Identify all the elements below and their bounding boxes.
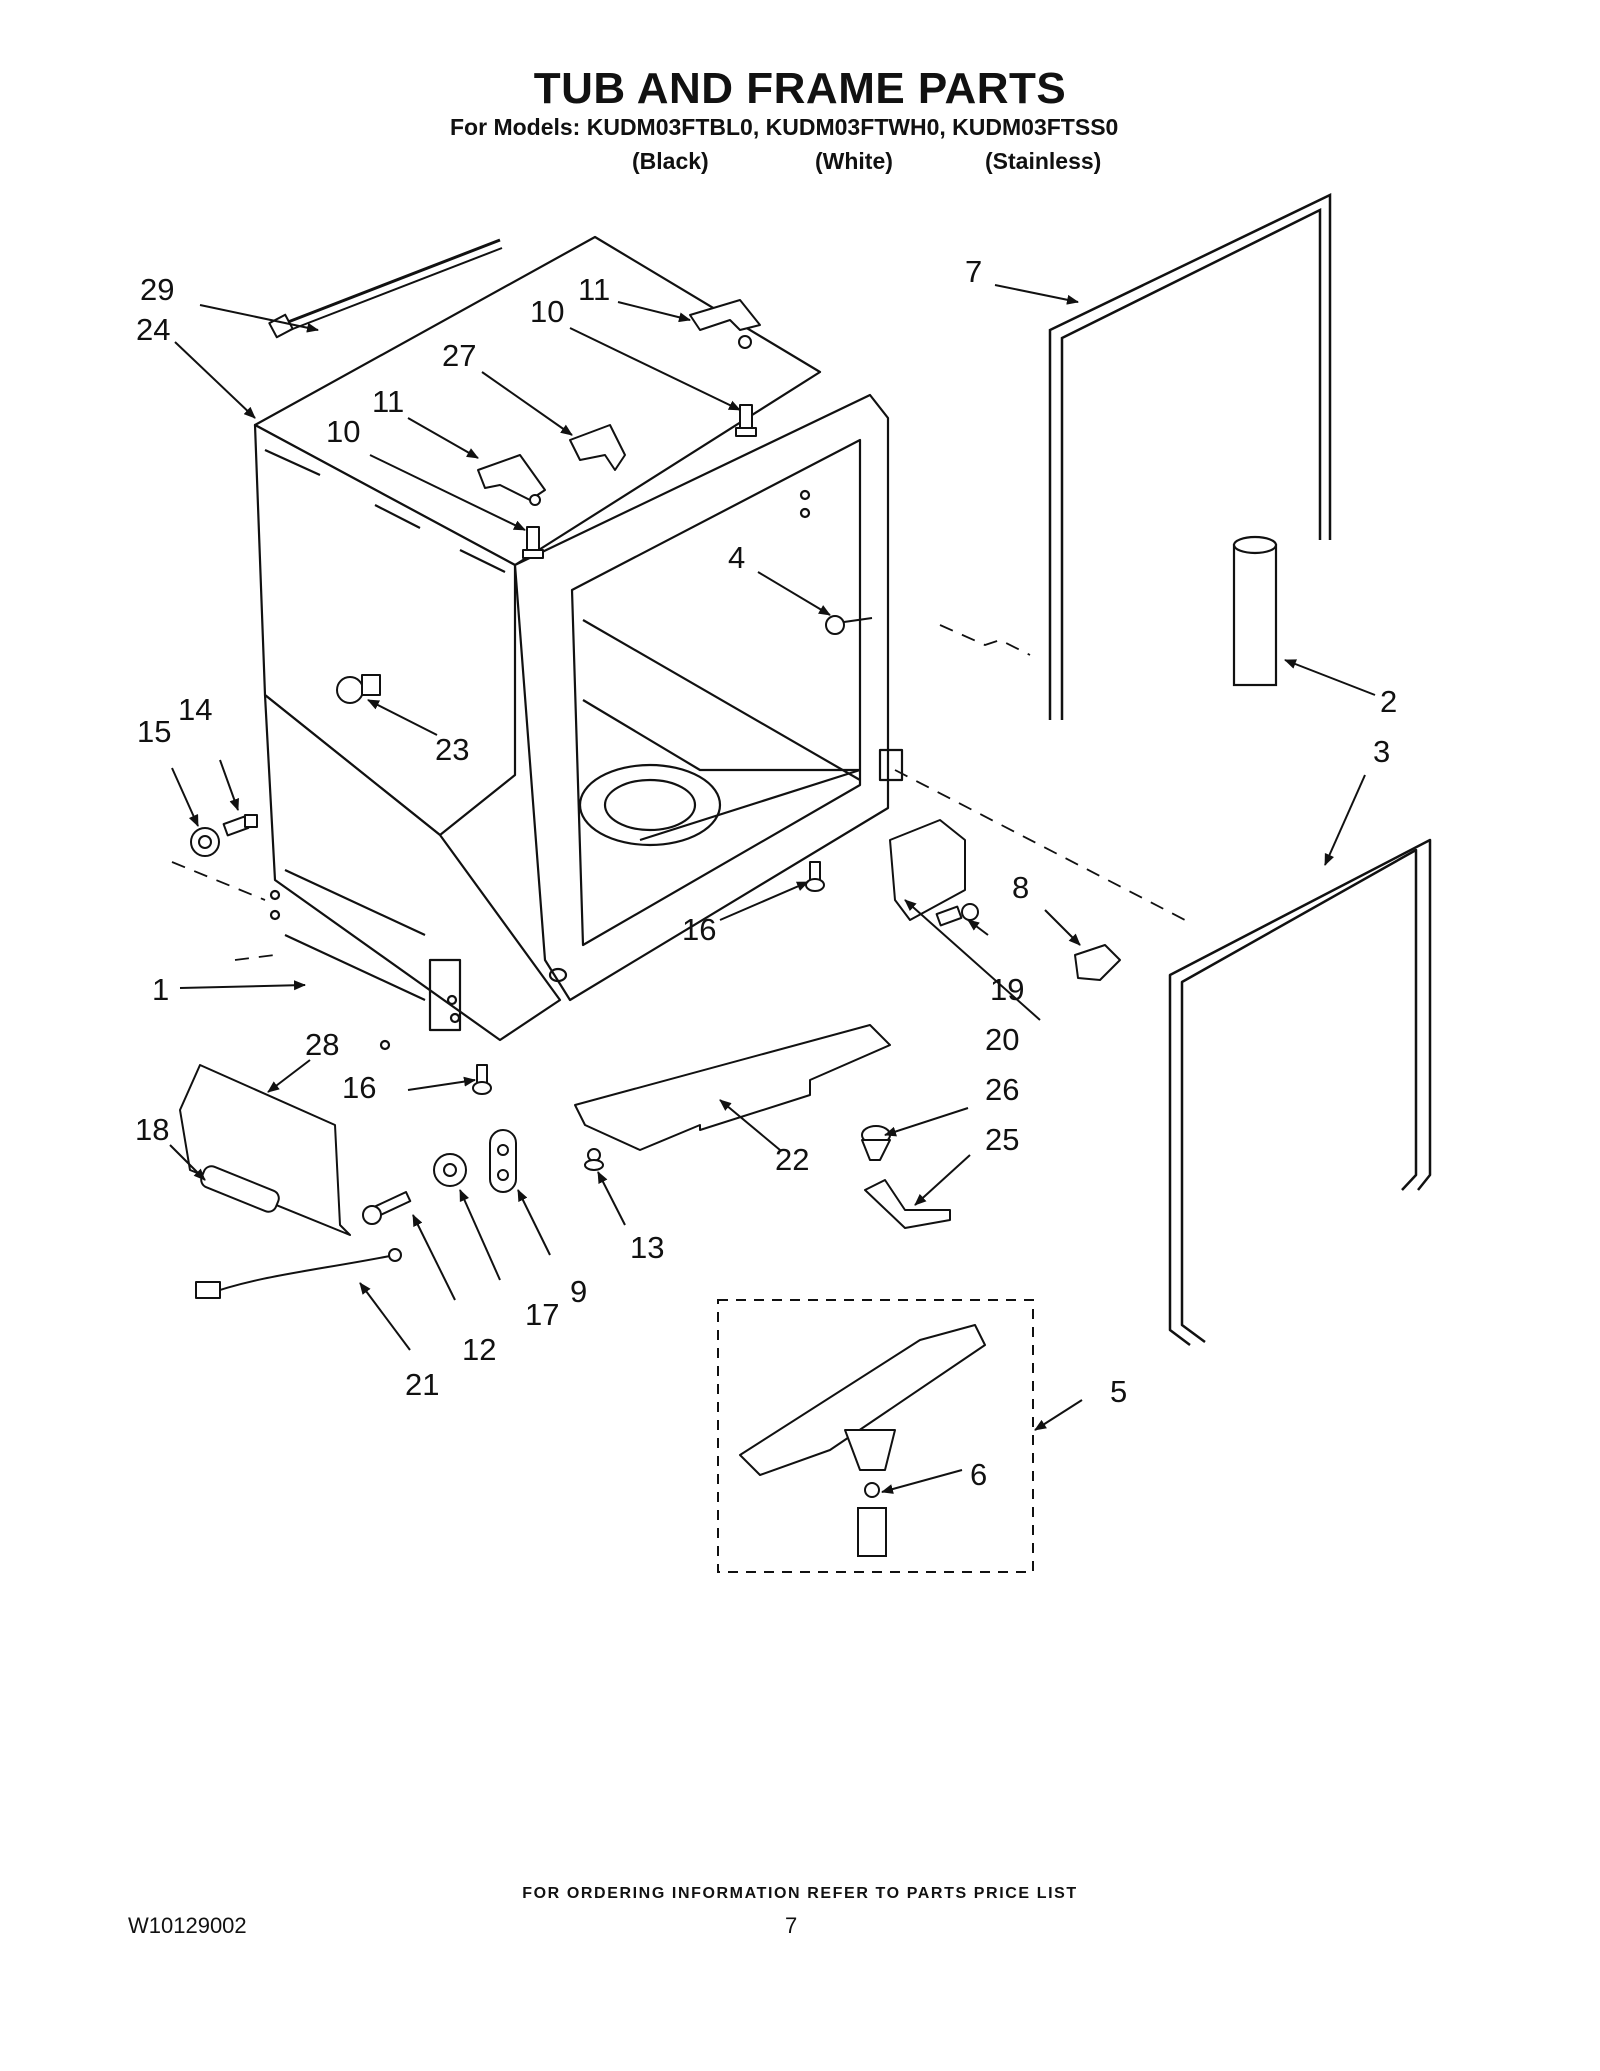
bracket-25 bbox=[864, 1179, 951, 1229]
page-number: 7 bbox=[785, 1913, 798, 1938]
callout-8: 8 bbox=[1012, 870, 1029, 905]
callout-7: 7 bbox=[965, 254, 982, 289]
cable-21 bbox=[195, 1248, 402, 1299]
color-label-stainless: (Stainless) bbox=[985, 148, 1102, 174]
color-label-black: (Black) bbox=[632, 148, 709, 174]
page-title: TUB AND FRAME PARTS bbox=[533, 64, 1067, 113]
small-parts bbox=[179, 238, 1121, 1299]
callout-9: 9 bbox=[570, 1274, 587, 1309]
actuator-26 bbox=[861, 1125, 891, 1161]
bracket-11a bbox=[689, 299, 761, 349]
callout-15: 15 bbox=[137, 714, 171, 749]
color-label-white: (White) bbox=[815, 148, 893, 174]
callout-26: 26 bbox=[985, 1072, 1019, 1107]
callout-22: 22 bbox=[775, 1142, 809, 1177]
callout-3: 3 bbox=[1373, 734, 1390, 769]
document-number: W10129002 bbox=[128, 1913, 247, 1938]
callout-20: 20 bbox=[985, 1022, 1019, 1057]
plug-4 bbox=[825, 615, 873, 635]
spray-arm-5 bbox=[739, 1324, 986, 1476]
link-9 bbox=[489, 1129, 517, 1193]
bracket-11b bbox=[477, 454, 546, 506]
callout-5: 5 bbox=[1110, 1374, 1127, 1409]
models-line: For Models: KUDM03FTBL0, KUDM03FTWH0, KU… bbox=[450, 114, 1119, 140]
leader-arrows bbox=[169, 284, 1376, 1494]
leveling-leg-15 bbox=[190, 827, 220, 857]
ordering-note: FOR ORDERING INFORMATION REFER TO PARTS … bbox=[522, 1885, 1078, 1902]
callout-13: 13 bbox=[630, 1230, 664, 1265]
callout-12: 12 bbox=[462, 1332, 496, 1367]
callout-29: 29 bbox=[140, 272, 174, 307]
screw-19 bbox=[935, 903, 979, 927]
callout-18: 18 bbox=[135, 1112, 169, 1147]
callout-10b: 10 bbox=[326, 414, 360, 449]
callout-17: 17 bbox=[525, 1297, 559, 1332]
callout-21: 21 bbox=[405, 1367, 439, 1402]
callout-23: 23 bbox=[435, 732, 469, 767]
callout-11b: 11 bbox=[372, 384, 404, 419]
screw-13 bbox=[584, 1148, 604, 1171]
screw-14 bbox=[222, 814, 258, 837]
callout-11a: 11 bbox=[578, 272, 610, 307]
callout-10a: 10 bbox=[530, 294, 564, 329]
gasket-3 bbox=[1168, 838, 1432, 1346]
clip-27 bbox=[569, 424, 626, 471]
screw-10b bbox=[522, 526, 544, 559]
latch-8 bbox=[1074, 944, 1121, 981]
callout-2: 2 bbox=[1380, 684, 1397, 719]
callout-25: 25 bbox=[985, 1122, 1019, 1157]
callout-1: 1 bbox=[152, 972, 169, 1007]
shield-28 bbox=[179, 1064, 351, 1236]
plate-22 bbox=[574, 1024, 891, 1151]
bracket-20 bbox=[889, 819, 966, 921]
callout-16b: 16 bbox=[342, 1070, 376, 1105]
plug-23 bbox=[336, 674, 381, 704]
screw-10a bbox=[735, 404, 757, 437]
callout-19: 19 bbox=[990, 972, 1024, 1007]
pulley-17 bbox=[433, 1153, 467, 1187]
callout-4: 4 bbox=[728, 540, 745, 575]
foot-16b bbox=[472, 1064, 492, 1095]
tube-2 bbox=[1232, 535, 1278, 687]
dashed-guides bbox=[171, 624, 1186, 961]
foot-16a bbox=[805, 861, 825, 892]
callout-labels: 29 24 11 10 27 11 10 7 4 2 3 23 14 15 16… bbox=[135, 254, 1397, 1492]
bolt-12 bbox=[362, 1191, 412, 1225]
callout-27: 27 bbox=[442, 338, 476, 373]
callout-16a: 16 bbox=[682, 912, 716, 947]
assembly-box-5 bbox=[717, 1299, 1034, 1573]
part-6 bbox=[857, 1482, 887, 1557]
callout-6: 6 bbox=[970, 1457, 987, 1492]
gasket-7 bbox=[1048, 193, 1332, 720]
callout-14: 14 bbox=[178, 692, 212, 727]
tub-frame-assembly bbox=[253, 235, 904, 1051]
callout-28: 28 bbox=[305, 1027, 339, 1062]
callout-24: 24 bbox=[136, 312, 170, 347]
